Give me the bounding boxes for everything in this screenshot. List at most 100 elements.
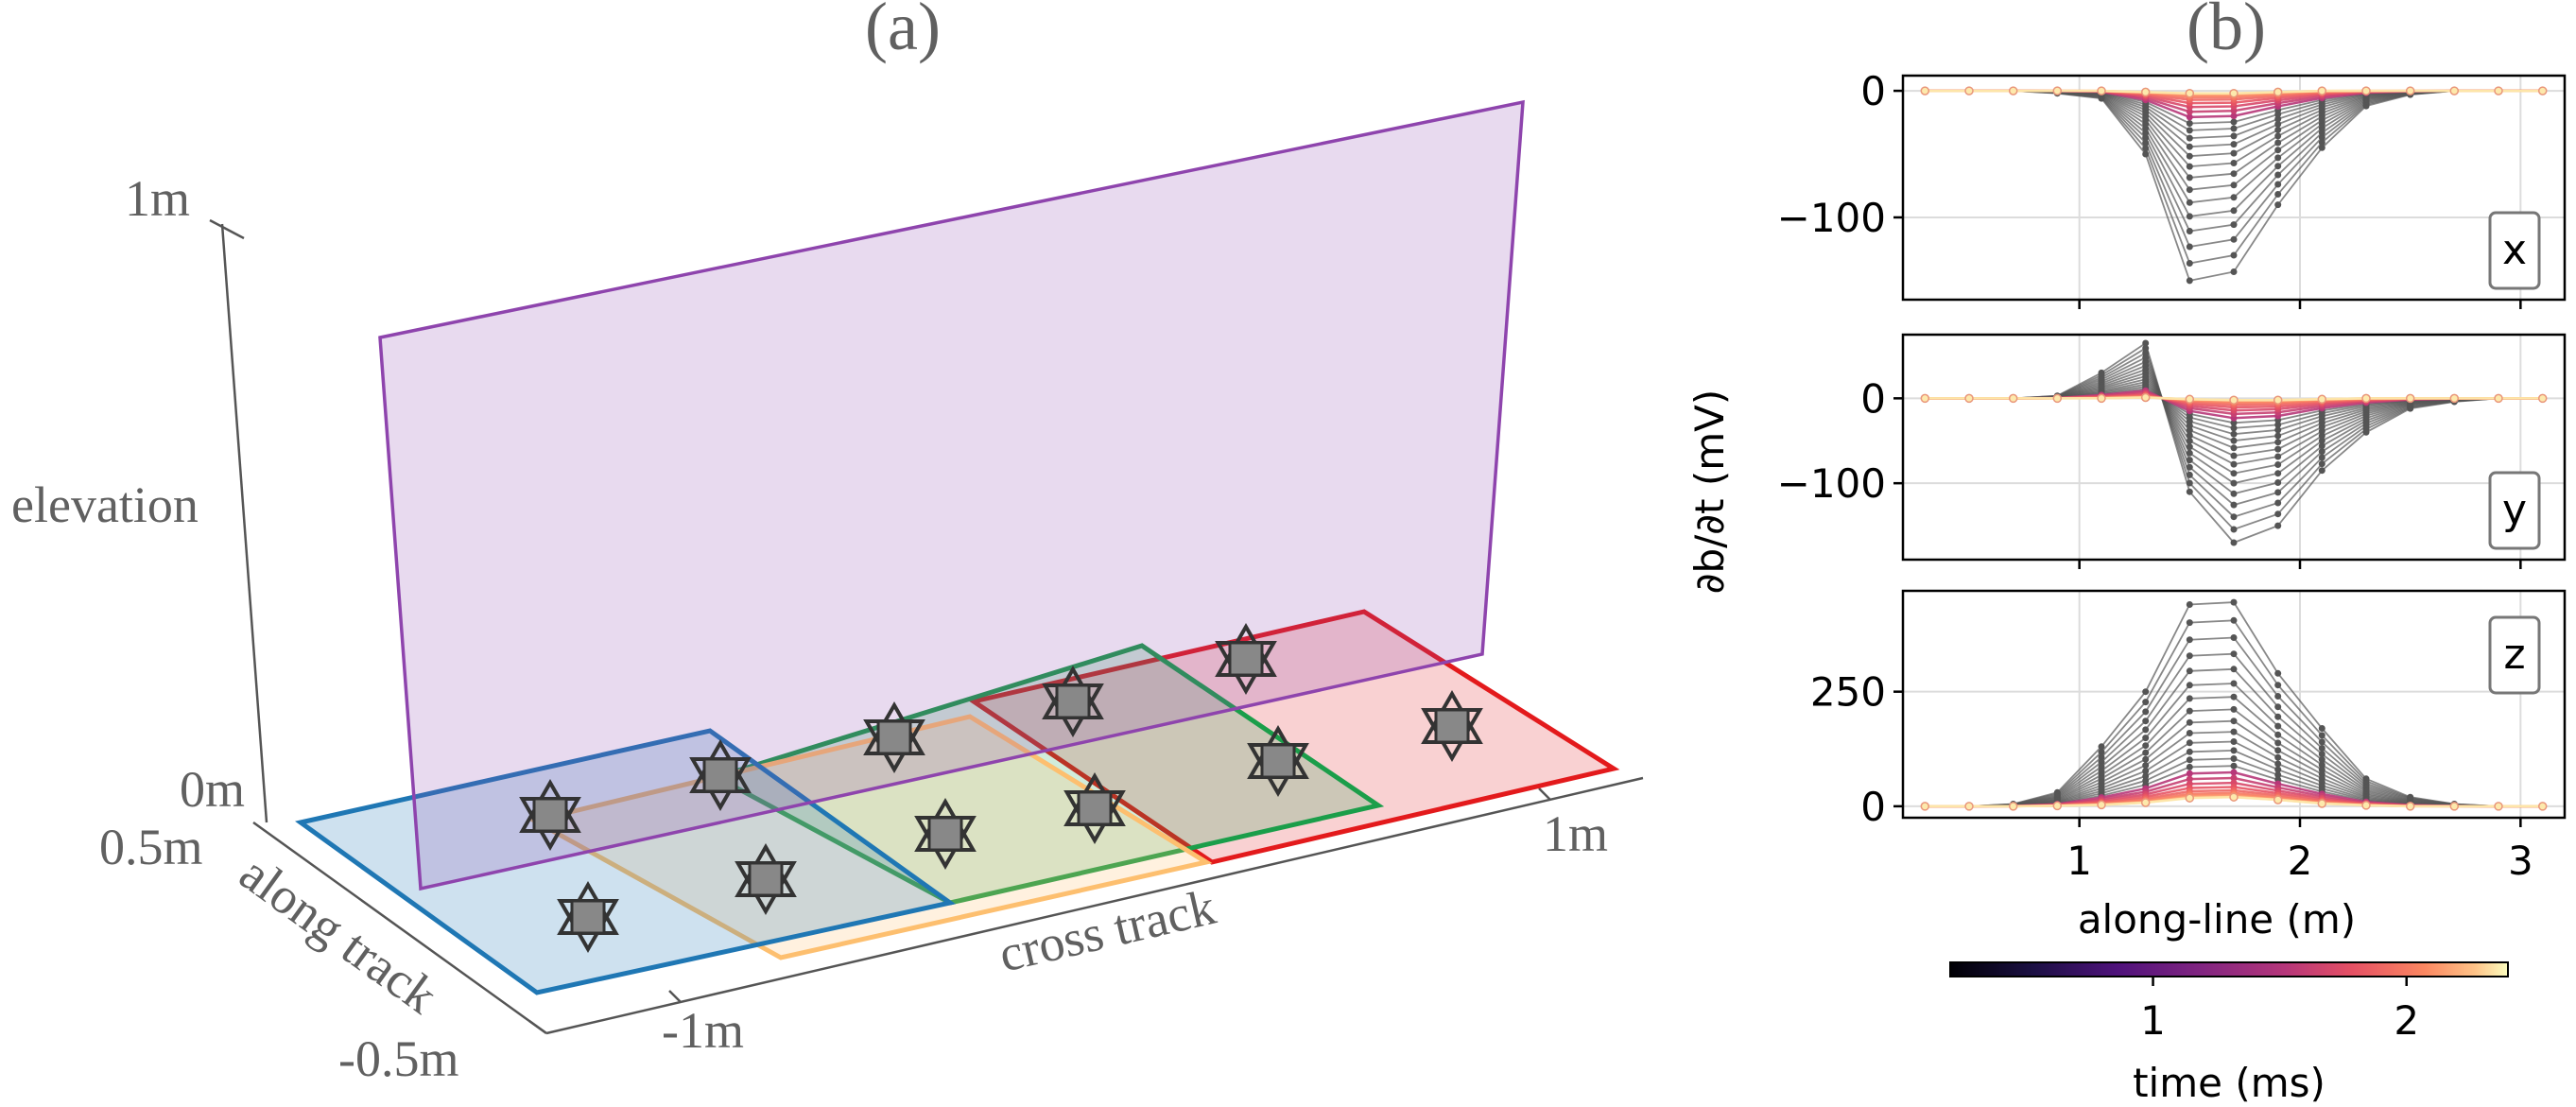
- subplot-frame: [1901, 589, 2567, 820]
- data-point: [2274, 747, 2282, 754]
- y-axis-label: ∂b/∂t (mV): [1686, 389, 1733, 594]
- sensor-star-marker: [1247, 724, 1309, 798]
- data-point: [2274, 147, 2282, 154]
- data-point: [2186, 763, 2193, 770]
- data-point: [2274, 771, 2282, 779]
- data-point: [2186, 479, 2193, 487]
- data-point: [2318, 745, 2325, 752]
- data-point: [2230, 769, 2238, 776]
- data-point: [2185, 793, 2195, 803]
- data-point: [2142, 772, 2150, 780]
- data-point: [2142, 749, 2150, 756]
- data-point: [2230, 437, 2238, 444]
- data-point: [2274, 426, 2282, 434]
- data-point: [2142, 349, 2150, 356]
- data-point: [2185, 394, 2195, 405]
- data-point: [2186, 228, 2193, 234]
- data-point: [2186, 163, 2193, 170]
- data-point: [2318, 144, 2325, 151]
- data-point: [2449, 86, 2460, 95]
- data-point: [2052, 801, 2063, 811]
- plate-orange: [527, 714, 1213, 960]
- data-point: [2230, 634, 2238, 641]
- plate-green: [710, 643, 1385, 906]
- panel-b-label: (b): [2187, 0, 2266, 64]
- data-point: [2274, 421, 2282, 428]
- data-point: [2230, 490, 2238, 497]
- data-point: [2230, 160, 2238, 166]
- cross-axis-line: [545, 776, 1644, 1035]
- data-point: [2274, 766, 2282, 773]
- data-point: [2273, 87, 2283, 97]
- data-point: [2142, 742, 2150, 750]
- data-point: [2097, 800, 2106, 810]
- data-point: [2318, 454, 2325, 461]
- data-point: [2318, 751, 2325, 758]
- data-point: [2230, 419, 2238, 426]
- data-point: [2140, 798, 2151, 807]
- data-point: [2186, 432, 2193, 439]
- data-point: [2142, 755, 2150, 763]
- data-point: [2186, 756, 2193, 764]
- data-point: [2186, 601, 2193, 608]
- data-point: [2230, 747, 2238, 754]
- data-point: [2230, 479, 2238, 487]
- data-point: [2537, 393, 2548, 404]
- data-point: [2405, 86, 2415, 95]
- data-point: [2274, 753, 2282, 761]
- data-point: [2274, 739, 2282, 747]
- data-point: [1920, 393, 1930, 404]
- data-point: [2230, 539, 2238, 546]
- data-point: [2230, 125, 2238, 132]
- data-point: [2274, 126, 2282, 133]
- data-point: [1964, 86, 1974, 95]
- x-tick-label: 3: [2508, 838, 2533, 884]
- sensor-star-marker: [557, 880, 619, 954]
- component-label: y: [2502, 486, 2527, 534]
- data-point: [2230, 149, 2238, 157]
- data-point: [2186, 718, 2193, 726]
- data-point: [2274, 201, 2282, 209]
- data-point: [2449, 393, 2460, 404]
- data-point: [2186, 143, 2193, 150]
- data-point: [2230, 235, 2238, 243]
- data-point: [2186, 127, 2193, 134]
- data-point: [2274, 445, 2282, 453]
- data-point: [2185, 88, 2195, 98]
- data-point: [1964, 802, 1974, 811]
- data-point: [2186, 636, 2193, 644]
- elevation-axis-label: elevation: [11, 476, 199, 533]
- data-point: [2230, 513, 2238, 521]
- data-point: [2274, 522, 2282, 529]
- data-point: [2318, 437, 2325, 444]
- data-point: [2186, 437, 2193, 444]
- elevation-tick-top: [209, 218, 245, 240]
- sensor-star-marker: [914, 797, 977, 871]
- data-point: [2186, 134, 2193, 142]
- data-point: [2230, 616, 2238, 624]
- data-point: [2318, 732, 2325, 739]
- data-point: [2274, 722, 2282, 730]
- data-point: [2274, 139, 2282, 147]
- data-point: [2230, 430, 2238, 438]
- data-point: [2186, 707, 2193, 715]
- data-point: [2318, 442, 2325, 450]
- data-point: [2186, 213, 2193, 220]
- data-point: [2317, 394, 2327, 405]
- data-point: [2230, 501, 2238, 509]
- data-point: [2186, 457, 2193, 464]
- data-point: [2186, 277, 2193, 285]
- data-point: [2274, 669, 2282, 677]
- data-point: [2494, 802, 2503, 811]
- data-point: [2098, 743, 2105, 751]
- data-point: [2142, 768, 2150, 775]
- elev-tick-1m: 1m: [125, 170, 190, 227]
- data-point: [2230, 170, 2238, 178]
- data-point: [2186, 730, 2193, 736]
- data-point: [2318, 756, 2325, 764]
- data-point: [2494, 86, 2503, 95]
- data-point: [2230, 268, 2238, 275]
